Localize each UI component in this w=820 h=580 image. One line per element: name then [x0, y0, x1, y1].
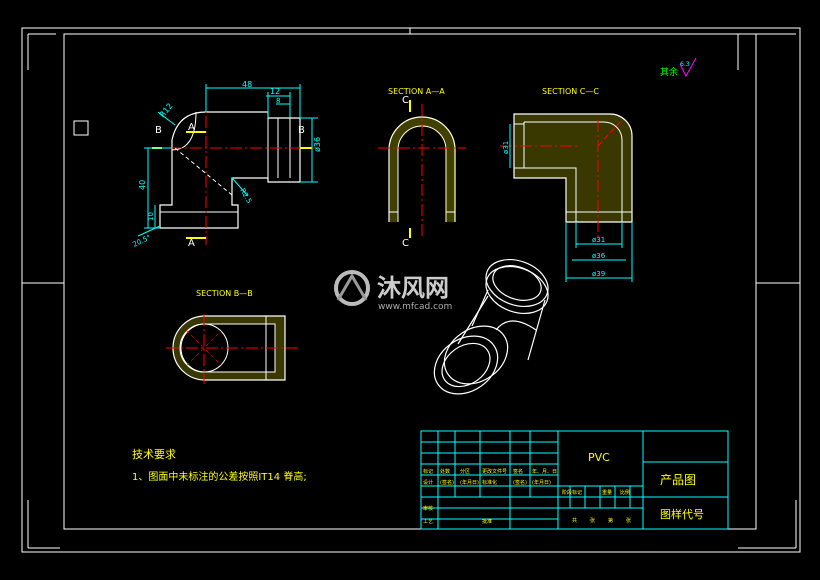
dim-12: 12 [270, 87, 280, 96]
label-b-right: B [298, 125, 305, 136]
crop-marks [22, 28, 800, 549]
section-aa-title: SECTION A—A [388, 87, 445, 96]
material-label: PVC [588, 451, 610, 464]
section-cc-view [500, 113, 633, 282]
dim-r2-5: R2.5 [238, 187, 253, 205]
tb-scale-label: 比例 [620, 489, 630, 496]
dim-d31b: ø31 [592, 236, 605, 244]
tb-row1-col6: 年、月、日 [532, 468, 557, 475]
label-c-bottom: C [402, 238, 409, 249]
section-aa-view [378, 100, 466, 238]
tb-row1-col1: 标记 [423, 468, 433, 475]
tb-row2-col3: (年月日) [460, 479, 479, 486]
tb-row2-col6: (年月日) [532, 479, 551, 486]
tb-sheet-unit1: 张 [590, 517, 595, 524]
front-view [137, 84, 318, 245]
tb-row2-col5: (签名) [513, 479, 527, 486]
label-a-top: A [188, 122, 195, 133]
tb-row2-col4: 标准化 [482, 479, 497, 486]
tb-row2-col1: 设计 [423, 479, 433, 486]
drawing-code: 图样代号 [660, 507, 704, 521]
section-bb-view [166, 314, 300, 384]
tb-sheet-total: 共 [572, 517, 577, 524]
tb-sheet-unit2: 张 [626, 517, 631, 524]
dim-r12: R12 [158, 101, 175, 119]
label-b-left: B [155, 125, 162, 136]
tb-row1-col5: 签名 [513, 468, 523, 475]
dim-d36: ø36 [313, 137, 322, 152]
tech-line-1: 1、图面中未标注的公差按照IT14 脊高; [132, 470, 307, 483]
tb-row2-col2: (签名) [440, 479, 454, 486]
surface-symbol-icon [679, 57, 697, 78]
dim-10: 10 [147, 212, 155, 221]
dim-8: 8 [276, 97, 280, 105]
tech-title: 技术要求 [132, 448, 176, 461]
label-a-bottom: A [188, 238, 195, 249]
tb-row1-col3: 分区 [460, 468, 470, 475]
label-c-top: C [402, 95, 409, 106]
drawing-name: 产品图 [660, 473, 696, 487]
surface-label: 其余 [660, 66, 678, 78]
watermark-logo [334, 270, 370, 306]
dim-angle: 20.5° [131, 233, 152, 248]
section-cc-title: SECTION C—C [542, 87, 599, 96]
tb-row1-col4: 更改文件号 [482, 468, 507, 475]
dim-d39: ø39 [592, 270, 605, 278]
dim-40: 40 [138, 180, 147, 190]
watermark-url: www.mfcad.com [378, 302, 452, 312]
dim-d31: ø31 [502, 141, 510, 154]
title-block-grid [420, 430, 729, 530]
tb-row4-col4: 批准 [482, 518, 492, 525]
dim-48: 48 [242, 80, 252, 89]
tb-row3-col1: 审核 [423, 505, 433, 512]
tb-row1-col2: 处数 [440, 468, 450, 475]
dim-d36b: ø36 [592, 252, 606, 260]
surface-value: 6.3 [680, 61, 690, 68]
title-block-labels: 标记 处数 分区 更改文件号 签名 年、月、日 设计 (签名) (年月日) 标准… [423, 468, 631, 525]
section-bb-title: SECTION B—B [196, 289, 253, 298]
tb-stage-label: 阶段标记 [562, 489, 582, 496]
isometric-view [433, 259, 549, 395]
tb-row4-col1: 工艺 [423, 519, 433, 525]
watermark-name: 沐风网 [377, 274, 449, 302]
tb-weight-label: 重量 [602, 489, 612, 496]
sheet-outer-border [21, 27, 801, 553]
tb-sheet-index: 第 [608, 517, 613, 524]
marker-square [73, 120, 89, 136]
